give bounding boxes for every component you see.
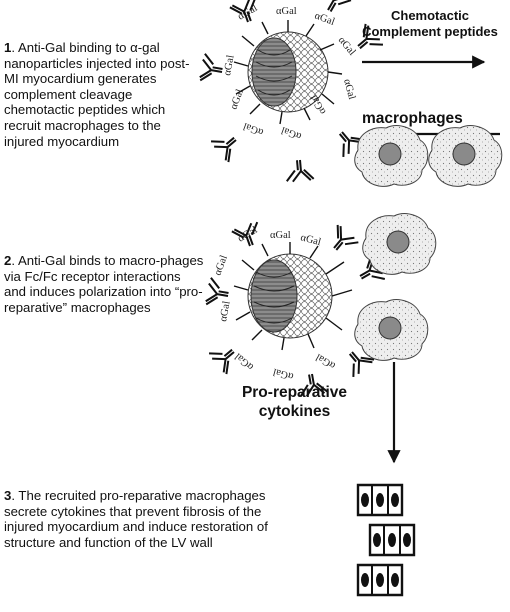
cytokines-label: Pro-reparative cytokines: [241, 384, 348, 420]
alpha-gal-label: αGal: [272, 366, 295, 382]
alpha-gal-label: αGal: [313, 10, 336, 27]
alpha-gal-label: αGal: [314, 351, 337, 371]
alpha-gal-label: αGal: [228, 88, 245, 111]
macrophages-label: macrophages: [362, 110, 463, 127]
step-3-text: 3. The recruited pro-reparative macropha…: [4, 488, 269, 550]
chemotactic-peptides-label: Chemotactic Complement peptides: [362, 8, 498, 39]
alpha-gal-label: αGal: [218, 300, 232, 322]
alpha-gal-label: αGal: [270, 230, 291, 241]
nanoparticle-2: [233, 242, 353, 351]
macrophage-cell: [428, 125, 503, 187]
alpha-gal-label: αGal: [299, 232, 322, 248]
nanoparticle-1: [233, 20, 343, 125]
antibody: [323, 223, 360, 259]
alpha-gal-label: αGal: [336, 35, 358, 58]
step-1-text: 1. Anti-Gal binding to α-gal nanoparticl…: [4, 40, 204, 149]
macrophage-cell: [354, 125, 429, 187]
alpha-gal-label: αGal: [233, 350, 256, 372]
macrophage-cell: [362, 213, 437, 275]
alpha-gal-label: αGal: [212, 254, 229, 277]
antibody: [198, 52, 226, 85]
step-3-description: . The recruited pro-reparative macrophag…: [4, 488, 268, 550]
step-2-text: 2. Anti-Gal binds to macro-phages via Fc…: [4, 253, 204, 315]
step-1-description: . Anti-Gal binding to α-gal nanoparticle…: [4, 40, 190, 149]
alpha-gal-label: αGal: [242, 120, 265, 137]
alpha-gal-label: αGal: [280, 124, 303, 141]
alpha-gal-label: αGal: [341, 78, 357, 101]
step-2-number: 2: [4, 253, 12, 268]
antibody: [209, 127, 245, 164]
antibody: [284, 157, 315, 184]
alpha-gal-label: αGal: [276, 6, 297, 17]
step-3-number: 3: [4, 488, 12, 503]
alpha-gal-label: αGal: [222, 54, 236, 76]
step-2-description: . Anti-Gal binds to macro-phages via Fc/…: [4, 253, 204, 315]
step-1-number: 1: [4, 40, 12, 55]
macrophage-cell: [354, 299, 429, 361]
cardiomyocyte-tissue: [356, 483, 416, 597]
